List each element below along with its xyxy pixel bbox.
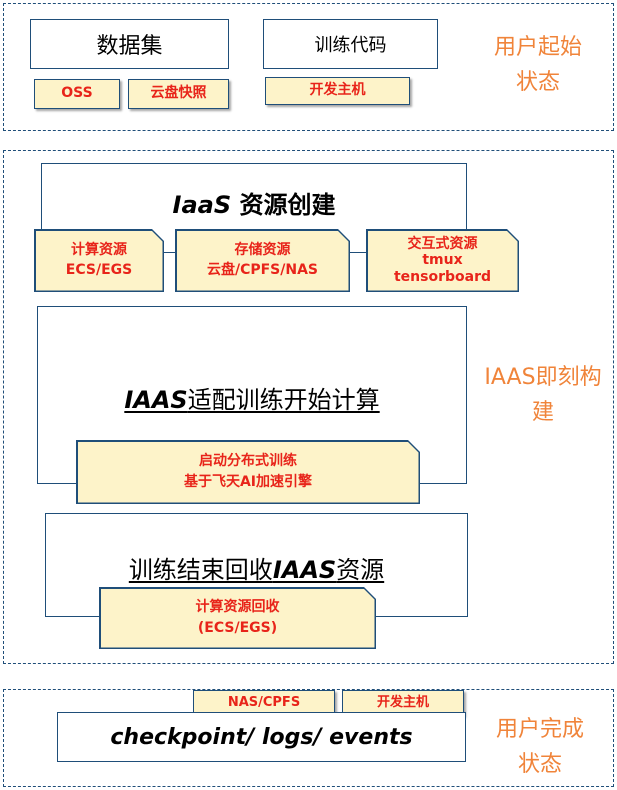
checkpoint-label: checkpoint/ logs/ events — [110, 724, 413, 750]
checkpoint-box: checkpoint/ logs/ events — [57, 712, 466, 762]
compute-reclaim-tag: 计算资源回收 (ECS/EGS) — [99, 587, 376, 649]
iaas-build-side-label: IAAS即刻构 建 — [484, 365, 602, 426]
finish-state-section — [3, 689, 614, 787]
iaas-adapt-title: IAAS适配训练开始计算 — [124, 386, 380, 414]
compute-resource-tag: 计算资源 ECS/EGS — [34, 229, 164, 292]
devhost-result-tag: 开发主机 — [342, 690, 464, 716]
snapshot-tag: 云盘快照 — [128, 79, 229, 109]
iaas-create-title: IaaS 资源创建 — [172, 191, 336, 219]
start-state-side-label: 用户起始 状态 — [493, 35, 582, 96]
devhost-tag: 开发主机 — [265, 77, 410, 105]
training-code-box: 训练代码 — [263, 19, 438, 69]
oss-tag: OSS — [34, 79, 120, 109]
start-state-section — [3, 3, 614, 131]
reclaim-title: 训练结束回收IAAS资源 — [128, 556, 385, 584]
iaas-build-section — [3, 150, 614, 664]
dataset-label: 数据集 — [96, 34, 163, 59]
distributed-training-tag: 启动分布式训练 基于飞天AI加速引擎 — [76, 440, 420, 504]
storage-resource-tag: 存储资源 云盘/CPFS/NAS — [175, 229, 350, 292]
dataset-box: 数据集 — [30, 19, 229, 69]
interactive-resource-tag: 交互式资源 tmux tensorboard — [366, 229, 519, 292]
training-code-label: 训练代码 — [314, 35, 387, 56]
nas-cpfs-tag: NAS/CPFS — [193, 690, 335, 716]
finish-state-side-label: 用户完成 状态 — [495, 717, 584, 778]
